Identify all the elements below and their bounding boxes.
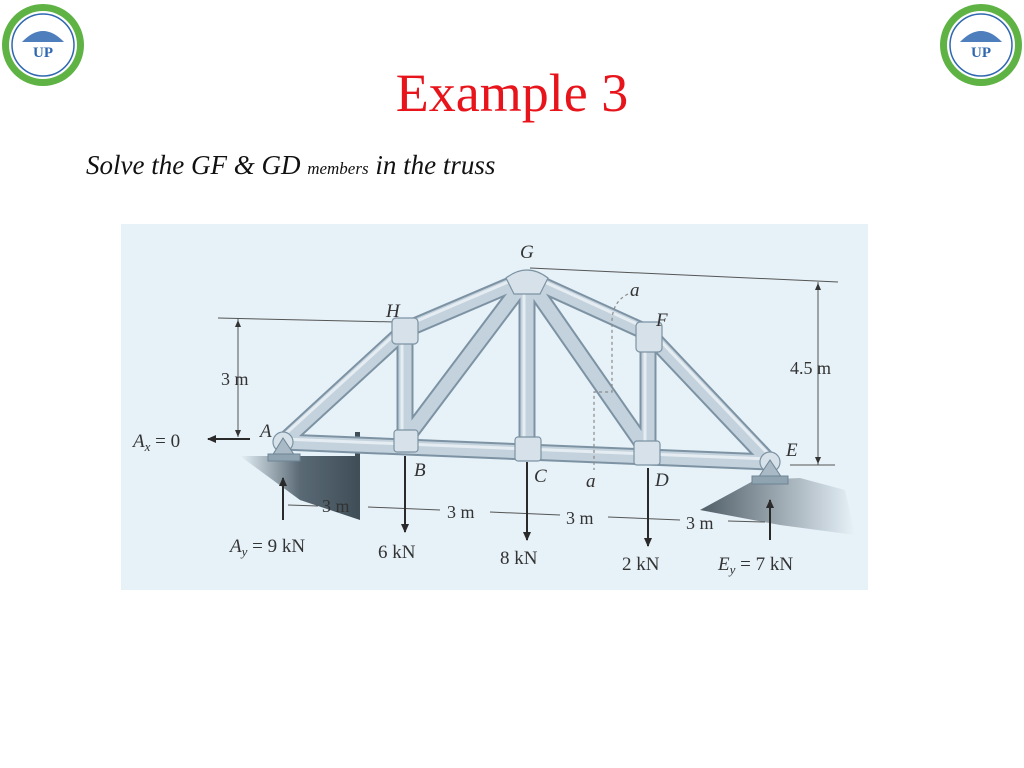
section-label-top: a bbox=[630, 280, 640, 301]
subtitle-part-3: in the truss bbox=[368, 150, 496, 180]
load-label-b: 6 kN bbox=[378, 542, 416, 563]
subtitle-part-2: members bbox=[307, 159, 369, 178]
reaction-label-ax: Ax = 0 bbox=[131, 431, 180, 454]
dim-left-height: 3 m bbox=[221, 369, 249, 389]
load-label-d: 2 kN bbox=[622, 554, 660, 575]
university-logo-left: UP bbox=[2, 4, 84, 86]
ground-right bbox=[700, 478, 855, 535]
joint-label-g: G bbox=[520, 242, 534, 263]
reaction-label-ay: Ay = 9 kN bbox=[228, 536, 305, 559]
dim-span-ab: 3 m bbox=[322, 496, 350, 516]
load-arrows bbox=[207, 435, 774, 547]
roller-support-e bbox=[751, 459, 789, 485]
dim-right-height: 4.5 m bbox=[790, 358, 831, 378]
pin-support-a bbox=[267, 437, 301, 462]
logo-text: UP bbox=[971, 45, 991, 61]
joint-label-a: A bbox=[258, 421, 272, 442]
section-label-bottom: a bbox=[586, 471, 596, 492]
dim-span-de: 3 m bbox=[686, 513, 714, 533]
load-label-c: 8 kN bbox=[500, 548, 538, 569]
joint-label-d: D bbox=[654, 470, 669, 491]
joint-label-c: C bbox=[534, 466, 547, 487]
load-labels: 6 kN 8 kN 2 kN bbox=[378, 542, 660, 575]
dome-icon bbox=[22, 31, 64, 42]
joint-label-h: H bbox=[385, 301, 401, 322]
logo-text: UP bbox=[33, 45, 53, 61]
joint-label-e: E bbox=[785, 440, 798, 461]
joint-labels: G H F A B C D E a a bbox=[258, 242, 798, 492]
section-line-a bbox=[593, 293, 629, 470]
subtitle-part-1: Solve the GF & GD bbox=[86, 150, 308, 180]
joint-label-f: F bbox=[655, 310, 668, 331]
dim-span-bc: 3 m bbox=[447, 502, 475, 522]
dome-icon bbox=[960, 31, 1002, 42]
reaction-label-ey: Ey = 7 kN bbox=[717, 554, 793, 577]
dimension-lines bbox=[217, 267, 839, 466]
slide-title: Example 3 bbox=[395, 63, 629, 123]
reaction-labels: Ax = 0 Ay = 9 kN Ey = 7 kN bbox=[131, 431, 793, 577]
joint-label-b: B bbox=[414, 460, 426, 481]
dimension-labels: 3 m 4.5 m 3 m 3 m 3 m 3 m bbox=[221, 358, 831, 533]
dim-span-cd: 3 m bbox=[566, 508, 594, 528]
slide-subtitle: Solve the GF & GD members in the truss bbox=[86, 150, 495, 181]
ground-left bbox=[240, 432, 360, 520]
university-logo-right: UP bbox=[940, 4, 1022, 86]
truss-diagram: G H F A B C D E a a 3 m 4.5 m 3 m 3 m 3 … bbox=[121, 224, 868, 590]
